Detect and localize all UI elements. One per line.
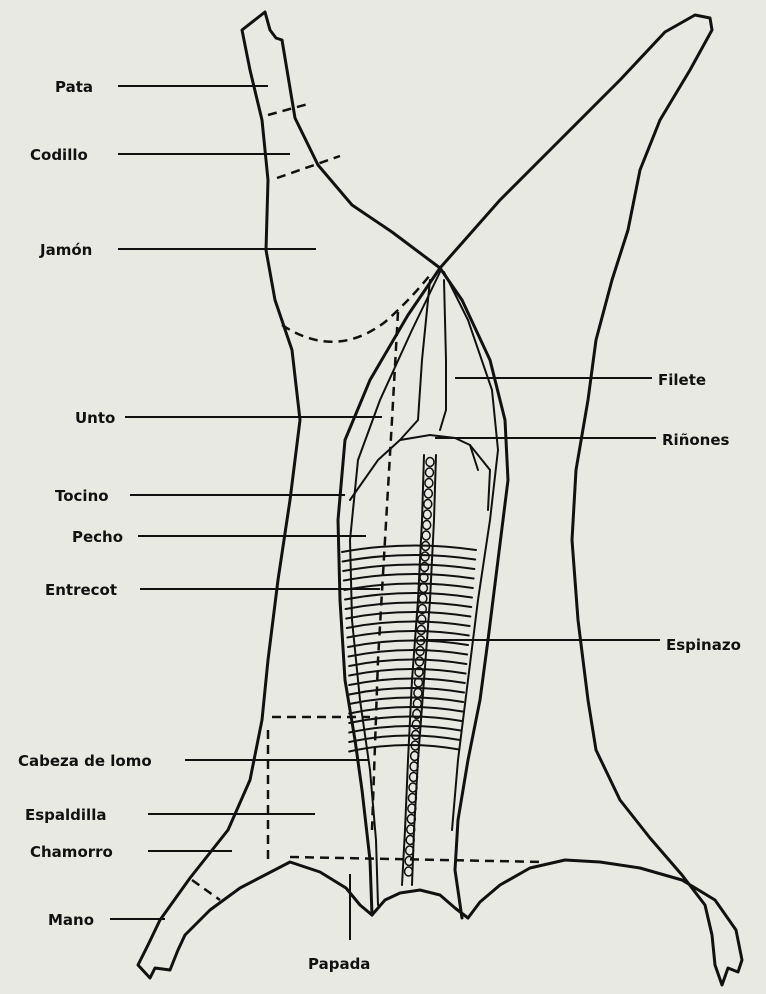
label-cabeza-de-lomo: Cabeza de lomo xyxy=(18,752,368,770)
svg-text:Espaldilla: Espaldilla xyxy=(25,806,106,824)
spine-vertebrae xyxy=(405,458,434,877)
vertebra xyxy=(423,521,431,530)
rib-line xyxy=(346,602,472,609)
label-unto: Unto xyxy=(75,409,382,427)
svg-text:Papada: Papada xyxy=(308,955,370,973)
rib-line xyxy=(347,631,468,638)
svg-text:Chamorro: Chamorro xyxy=(30,843,113,861)
rib-line xyxy=(346,612,470,619)
rib-line xyxy=(349,726,461,733)
svg-text:Codillo: Codillo xyxy=(30,146,88,164)
svg-text:Tocino: Tocino xyxy=(55,487,109,505)
rib-line xyxy=(342,545,476,552)
vertebra xyxy=(424,500,432,509)
cut-codillo-jamon xyxy=(277,156,340,178)
rib-line xyxy=(349,688,464,695)
svg-text:Riñones: Riñones xyxy=(662,431,730,449)
svg-text:Cabeza de lomo: Cabeza de lomo xyxy=(18,752,152,770)
left-cavity-line-outer xyxy=(338,268,440,915)
svg-text:Unto: Unto xyxy=(75,409,115,427)
rib-line xyxy=(349,659,466,666)
vertebra xyxy=(424,489,432,498)
svg-text:Pata: Pata xyxy=(55,78,93,96)
cut-pata-codillo xyxy=(268,104,308,115)
vertebra xyxy=(416,657,424,666)
svg-text:Mano: Mano xyxy=(48,911,94,929)
vertebra xyxy=(423,510,431,519)
rib-line xyxy=(349,707,462,714)
vertebra xyxy=(405,867,413,876)
rib-line xyxy=(349,678,465,685)
vertebra xyxy=(422,531,430,540)
right-cavity-line-outer xyxy=(440,268,508,918)
label-pecho: Pecho xyxy=(72,528,366,546)
rib-line xyxy=(343,555,476,562)
vertebra xyxy=(414,689,422,698)
vertebra xyxy=(421,552,429,561)
neck-outline xyxy=(372,890,468,918)
rib-line xyxy=(348,640,468,647)
vertebra xyxy=(418,615,426,624)
label-pata: Pata xyxy=(55,78,268,96)
rib-line xyxy=(343,564,474,571)
svg-text:Pecho: Pecho xyxy=(72,528,123,546)
filete-outline xyxy=(400,280,490,510)
label-entrecot: Entrecot xyxy=(45,581,380,599)
rib-line xyxy=(349,669,465,676)
vertebra xyxy=(426,458,434,467)
svg-text:Jamón: Jamón xyxy=(39,241,92,259)
svg-text:Filete: Filete xyxy=(658,371,706,389)
vertebra xyxy=(419,584,427,593)
label-espaldilla: Espaldilla xyxy=(25,806,315,824)
cut-mano xyxy=(192,880,220,900)
rib-line xyxy=(349,697,463,704)
label-codillo: Codillo xyxy=(30,146,290,164)
svg-text:Espinazo: Espinazo xyxy=(666,636,741,654)
label-chamorro: Chamorro xyxy=(30,843,232,861)
cut-jamon-lower xyxy=(282,275,430,342)
rib-line xyxy=(349,650,468,657)
rinones-outline xyxy=(350,440,478,500)
label-papada: Papada xyxy=(308,955,370,973)
rib-line xyxy=(345,593,472,600)
label-jamon: Jamón xyxy=(39,241,316,259)
label-mano: Mano xyxy=(48,911,165,929)
rib-line xyxy=(347,621,470,628)
cut-chamorro-neck xyxy=(290,857,545,862)
vertebra xyxy=(412,720,420,729)
right-half-outline xyxy=(440,15,742,985)
label-tocino: Tocino xyxy=(55,487,345,505)
vertebra xyxy=(425,468,433,477)
rib-line xyxy=(344,574,474,581)
vertebra xyxy=(425,479,433,488)
svg-text:Entrecot: Entrecot xyxy=(45,581,117,599)
